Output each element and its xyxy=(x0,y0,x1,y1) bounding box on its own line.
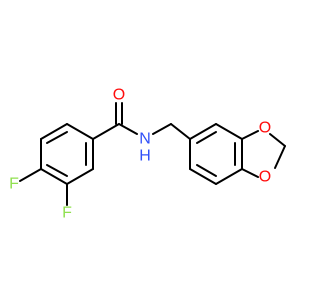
bond-ring1-e xyxy=(66,168,94,185)
bond-c4-f xyxy=(19,168,42,182)
bond-ring2-d xyxy=(215,168,243,185)
bond-dioxole-top-ch2 xyxy=(269,133,286,147)
bond-ring2-a-inner xyxy=(196,131,217,144)
bonds xyxy=(19,102,286,206)
atom-fluorine-4: F xyxy=(9,176,19,193)
bond-ring1-b xyxy=(40,123,68,140)
bond-carbonyl-n xyxy=(118,123,138,135)
bond-n-ch2 xyxy=(152,123,172,135)
molecule-drawing: O N H F F O O xyxy=(9,87,286,222)
atom-oxygen-dioxole-top: O xyxy=(259,120,271,137)
bond-dioxole-ch2-bottom xyxy=(274,145,286,169)
bond-ring2-e-inner xyxy=(196,164,217,177)
bond-ring2-b xyxy=(215,123,243,140)
atom-labels: O N H F F O O xyxy=(9,87,271,222)
bond-dioxole-bottom-o xyxy=(241,168,259,178)
bond-ring1-d-inner xyxy=(46,164,68,177)
atom-fluorine-3: F xyxy=(62,205,72,222)
bond-ring1-carbonyl xyxy=(92,123,120,140)
atom-oxygen-dioxole-bottom: O xyxy=(259,169,271,186)
bond-ch2-ring2 xyxy=(170,123,191,140)
bond-ring2-e xyxy=(189,168,217,185)
atom-nitrogen-amide: N xyxy=(139,131,151,148)
structure-diagram: O N H F F O O xyxy=(9,87,286,222)
atom-oxygen-carbonyl: O xyxy=(113,87,125,104)
bond-ring2-a xyxy=(189,123,217,140)
bond-dioxole-top-o xyxy=(241,130,259,140)
atom-hydrogen-amide: H xyxy=(139,148,151,165)
bond-ring1-d xyxy=(40,168,68,185)
bond-ring1-b-inner xyxy=(46,131,68,144)
bond-ring1-a xyxy=(66,123,94,140)
